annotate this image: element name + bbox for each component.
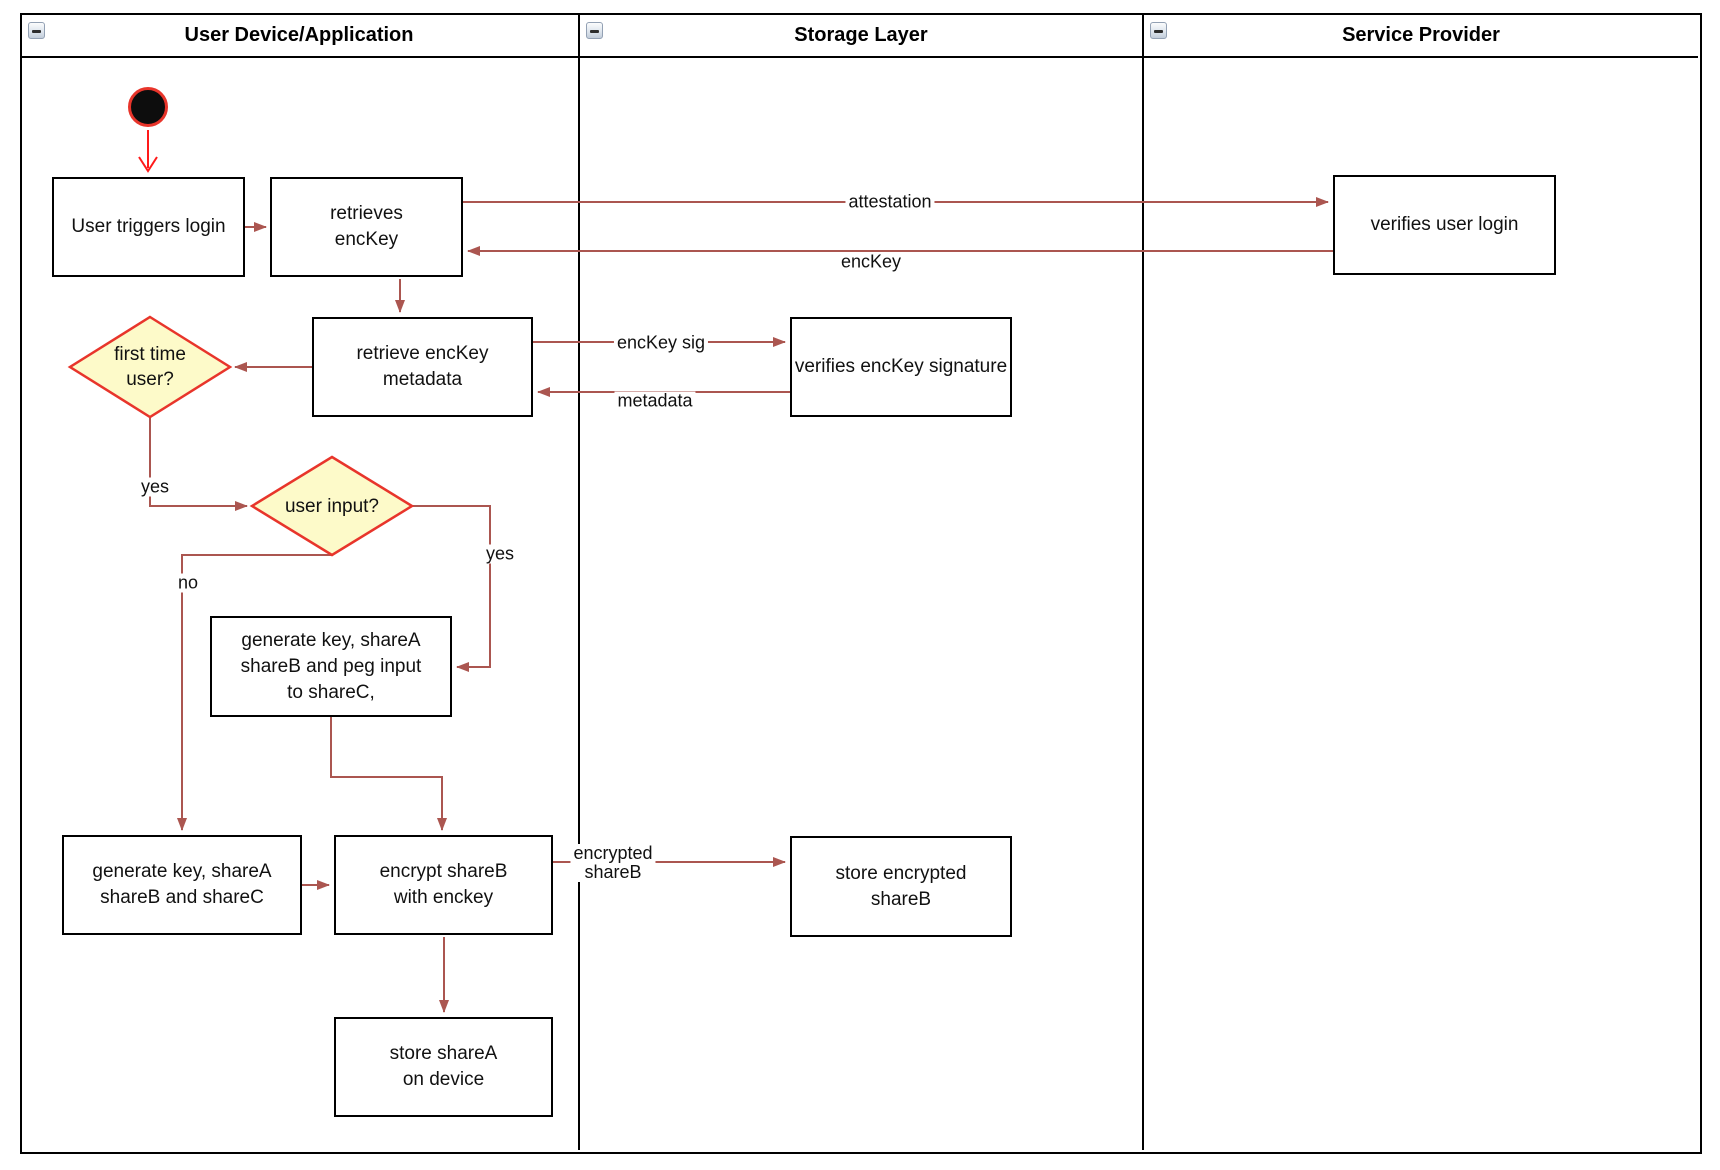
minus-icon — [590, 30, 599, 33]
edge-label-metadata: metadata — [614, 391, 696, 411]
lane-title-service-provider: Service Provider — [1342, 24, 1500, 46]
edge-label-yes-user-input: yes — [482, 544, 518, 564]
node-generate-key-peg-input[interactable]: generate key, shareA shareB and peg inpu… — [210, 616, 452, 717]
edge-label-encrypted-shareb: encrypted shareB — [570, 844, 656, 882]
node-retrieve-enckey-metadata[interactable]: retrieve encKey metadata — [312, 317, 533, 417]
swimlane-pool — [20, 13, 1702, 1154]
node-store-sharea[interactable]: store shareA on device — [334, 1017, 553, 1117]
edge-userinput-no[interactable] — [177, 554, 332, 831]
edge-userinput-yes[interactable] — [412, 505, 491, 672]
edge-label-yes-first-time: yes — [137, 477, 173, 497]
edge-firsttime-yes[interactable] — [149, 417, 248, 511]
lane-divider-2 — [1142, 13, 1144, 1150]
minus-icon — [1154, 30, 1163, 33]
decision-label-first-time-user: first time user? — [114, 344, 186, 390]
lane-title-storage-layer: Storage Layer — [794, 24, 928, 46]
edge-label-attestation: attestation — [845, 192, 935, 212]
collapse-lane-button-1[interactable] — [28, 22, 45, 39]
node-user-triggers-login[interactable]: User triggers login — [52, 177, 245, 277]
lane-header-row — [22, 13, 1698, 58]
node-verifies-enckey-signature[interactable]: verifies encKey signature — [790, 317, 1012, 417]
edge-label-enckey-sig: encKey sig — [613, 333, 709, 353]
start-state-icon[interactable] — [128, 87, 168, 127]
edge-peg-to-encrypt[interactable] — [330, 717, 447, 831]
lane-divider-1 — [578, 13, 580, 1150]
edge-label-enckey: encKey — [837, 252, 905, 272]
decision-label-user-input: user input? — [284, 495, 379, 517]
node-verifies-user-login[interactable]: verifies user login — [1333, 175, 1556, 275]
minus-icon — [32, 30, 41, 33]
collapse-lane-button-2[interactable] — [586, 22, 603, 39]
node-generate-key-sharec[interactable]: generate key, shareA shareB and shareC — [62, 835, 302, 935]
node-retrieves-enckey[interactable]: retrieves encKey — [270, 177, 463, 277]
decision-first-time-user[interactable] — [67, 315, 233, 419]
collapse-lane-button-3[interactable] — [1150, 22, 1167, 39]
decision-user-input[interactable] — [249, 455, 415, 557]
edge-label-no-user-input: no — [174, 573, 202, 593]
node-encrypt-shareb[interactable]: encrypt shareB with enckey — [334, 835, 553, 935]
open-arrowhead-icon — [138, 156, 158, 173]
lane-title-user-device: User Device/Application — [184, 24, 414, 46]
node-store-encrypted-shareb[interactable]: store encrypted shareB — [790, 836, 1012, 937]
